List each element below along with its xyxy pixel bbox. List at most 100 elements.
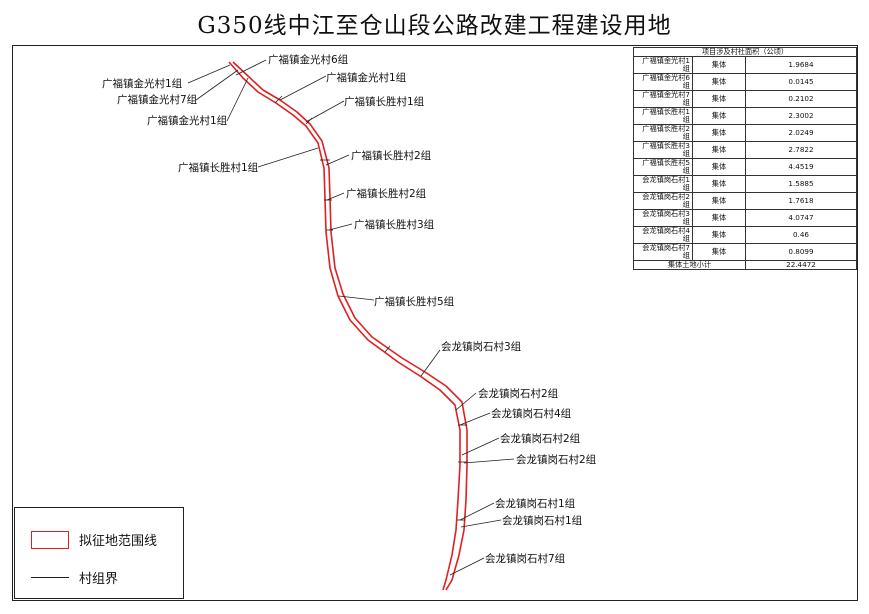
row-area: 1.5885 bbox=[745, 175, 857, 193]
leader-line bbox=[455, 392, 477, 411]
leader-line bbox=[235, 59, 267, 76]
row-name: 广福镇金光村1组 bbox=[633, 56, 693, 74]
map-labels: 广福镇金光村6组 广福镇金光村1组 广福镇金光村7组 广福镇金光村1组 广福镇金… bbox=[102, 53, 597, 565]
label-gangshi-2c: 会龙镇岗石村2组 bbox=[516, 453, 597, 466]
label-jinguang-1b: 广福镇金光村1组 bbox=[102, 77, 183, 90]
row-type: 集体 bbox=[692, 192, 746, 210]
row-area: 0.0145 bbox=[745, 73, 857, 91]
row-name: 广福镇长胜村5组 bbox=[633, 158, 693, 176]
leader-line bbox=[305, 100, 345, 123]
boundary-swatch bbox=[31, 530, 69, 549]
row-type: 集体 bbox=[692, 107, 746, 125]
label-gangshi-1a: 会龙镇岗石村1组 bbox=[495, 497, 576, 510]
row-type: 集体 bbox=[692, 73, 746, 91]
village-line-swatch bbox=[31, 577, 69, 578]
row-name: 广福镇长胜村1组 bbox=[633, 107, 693, 125]
row-name: 广福镇长胜村3组 bbox=[633, 141, 693, 159]
row-area: 0.2102 bbox=[745, 90, 857, 108]
row-name: 会龙镇岗石村3组 bbox=[633, 209, 693, 227]
row-type: 集体 bbox=[692, 158, 746, 176]
label-gangshi-7: 会龙镇岗石村7组 bbox=[485, 552, 566, 565]
label-jinguang-1a: 广福镇金光村1组 bbox=[326, 71, 407, 84]
row-name: 会龙镇岗石村7组 bbox=[633, 243, 693, 261]
label-gangshi-1b: 会龙镇岗石村1组 bbox=[502, 514, 583, 527]
row-area: 2.0249 bbox=[745, 124, 857, 142]
row-area: 1.9684 bbox=[745, 56, 857, 74]
leader-line bbox=[187, 64, 231, 84]
legend-boundary-label: 拟征地范围线 bbox=[79, 534, 158, 549]
legend-village: 村组界 bbox=[31, 568, 118, 587]
row-area: 0.8099 bbox=[745, 243, 857, 261]
row-area: 1.7618 bbox=[745, 192, 857, 210]
leader-line bbox=[279, 75, 327, 101]
leader-line bbox=[420, 349, 441, 377]
label-jinguang-1c: 广福镇金光村1组 bbox=[147, 114, 228, 127]
label-changsheng-5: 广福镇长胜村5组 bbox=[374, 295, 455, 308]
label-changsheng-1b: 广福镇长胜村1组 bbox=[178, 161, 259, 174]
map-title: G350线中江至仓山段公路改建工程建设用地 bbox=[197, 13, 672, 39]
leader-line bbox=[338, 295, 375, 301]
leader-line bbox=[463, 458, 515, 464]
corridor-right-edge bbox=[232, 61, 468, 591]
boundary-tick bbox=[274, 95, 283, 104]
label-jinguang-7: 广福镇金光村7组 bbox=[117, 93, 198, 106]
road-corridor bbox=[228, 61, 468, 591]
leader-line bbox=[459, 502, 495, 521]
legend-boundary: 拟征地范围线 bbox=[31, 530, 157, 549]
row-type: 集体 bbox=[692, 226, 746, 244]
row-type: 集体 bbox=[692, 209, 746, 227]
row-type: 集体 bbox=[692, 141, 746, 159]
leader-line bbox=[226, 77, 249, 122]
total-label: 集体土地小计 bbox=[633, 260, 746, 270]
leader-line bbox=[460, 519, 502, 528]
label-jinguang-6: 广福镇金光村6组 bbox=[268, 53, 349, 66]
legend-village-label: 村组界 bbox=[79, 572, 119, 587]
label-gangshi-4: 会龙镇岗石村4组 bbox=[491, 407, 572, 420]
label-gangshi-2a: 会龙镇岗石村2组 bbox=[478, 387, 559, 400]
table-total-row: 集体土地小计 22.4472 bbox=[633, 260, 857, 270]
row-area: 0.46 bbox=[745, 226, 857, 244]
row-name: 会龙镇岗石村2组 bbox=[633, 192, 693, 210]
row-type: 集体 bbox=[692, 56, 746, 74]
leader-line bbox=[195, 69, 239, 101]
row-area: 2.7822 bbox=[745, 141, 857, 159]
label-changsheng-2a: 广福镇长胜村2组 bbox=[351, 149, 432, 162]
leader-line bbox=[459, 412, 491, 426]
row-area: 2.3002 bbox=[745, 107, 857, 125]
label-changsheng-1a: 广福镇长胜村1组 bbox=[344, 95, 425, 108]
legend: 拟征地范围线 村组界 bbox=[14, 507, 184, 599]
total-value: 22.4472 bbox=[745, 260, 857, 270]
row-name: 会龙镇岗石村4组 bbox=[633, 226, 693, 244]
leader-line bbox=[449, 557, 485, 576]
row-area: 4.0747 bbox=[745, 209, 857, 227]
corridor-left-edge bbox=[228, 61, 461, 591]
boundary-tick bbox=[384, 345, 391, 353]
leader-line bbox=[461, 437, 500, 456]
leader-line bbox=[325, 154, 350, 166]
leader-lines bbox=[187, 59, 515, 576]
row-name: 会龙镇岗石村1组 bbox=[633, 175, 693, 193]
row-type: 集体 bbox=[692, 175, 746, 193]
row-name: 广福镇金光村6组 bbox=[633, 73, 693, 91]
row-name: 广福镇金光村7组 bbox=[633, 90, 693, 108]
map-frame bbox=[12, 45, 858, 601]
leader-line bbox=[257, 147, 319, 168]
row-area: 4.4519 bbox=[745, 158, 857, 176]
label-changsheng-3: 广福镇长胜村3组 bbox=[354, 218, 435, 231]
row-type: 集体 bbox=[692, 90, 746, 108]
label-gangshi-3: 会龙镇岗石村3组 bbox=[441, 340, 522, 353]
leader-line bbox=[328, 223, 353, 231]
